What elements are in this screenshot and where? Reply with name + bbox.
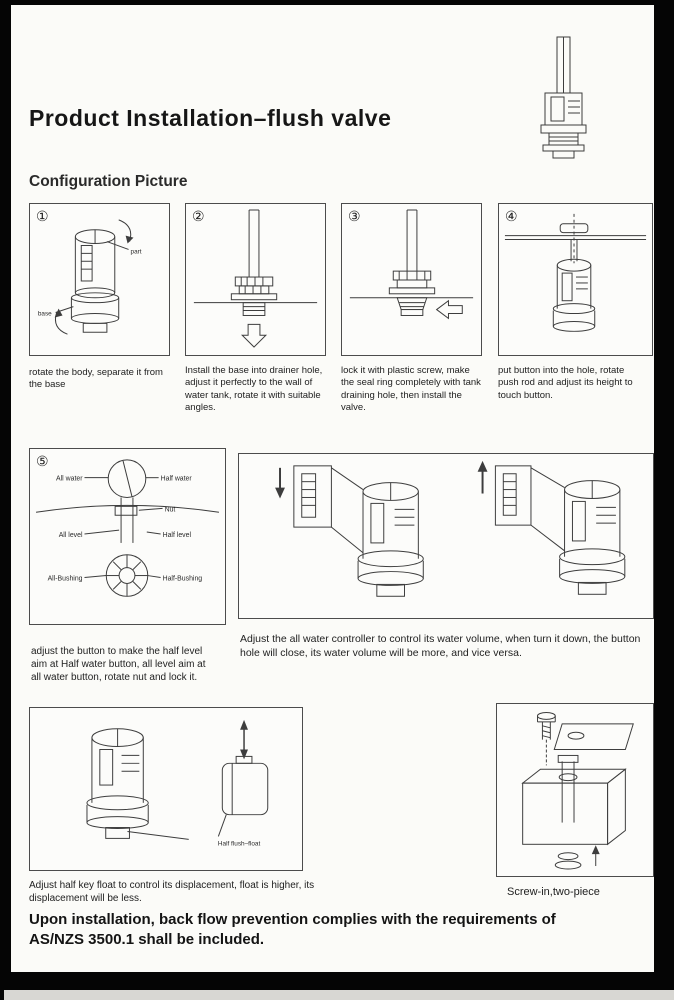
half-bushing-label: Half-Bushing	[163, 575, 203, 582]
scan-edge-strip	[4, 990, 674, 1000]
half-water-label: Half water	[161, 476, 193, 483]
section-subtitle: Configuration Picture	[29, 173, 188, 190]
all-water-label: All water	[56, 476, 83, 483]
half-flush-float-label: Half flush–float	[218, 840, 261, 847]
step-3-panel: ③	[341, 203, 482, 356]
controller-panel	[238, 453, 654, 619]
controller-figure	[275, 460, 626, 597]
left-arrow-icon	[435, 299, 463, 320]
float-caption: Adjust half key float to control its dis…	[29, 880, 315, 904]
step-2-panel: ②	[185, 203, 326, 356]
float-panel: Half flush–float	[29, 707, 303, 871]
all-level-label: All level	[59, 532, 83, 539]
step-1-caption: rotate the body, separate it from the ba…	[29, 367, 163, 391]
step-1-panel: ①	[29, 203, 170, 356]
screw-figure	[521, 712, 634, 870]
page-title: Product Installation–flush valve	[29, 105, 392, 131]
step-3-figure	[349, 209, 474, 320]
step-5-caption: adjust the button to make the half level…	[31, 646, 206, 683]
screw-icon	[536, 712, 556, 720]
step-3-caption: lock it with plastic screw, make the sea…	[341, 365, 481, 414]
step-1-number: ①	[36, 208, 49, 224]
down-arrow-icon	[241, 323, 268, 348]
step-1-figure: part base	[38, 219, 142, 335]
compliance-note: Upon installation, back flow prevention …	[29, 911, 556, 949]
half-level-label: Half level	[163, 532, 192, 539]
all-bushing-label: All-Bushing	[48, 575, 83, 582]
step-2-figure	[193, 209, 318, 348]
step-3-number: ③	[348, 208, 361, 224]
screw-caption: Screw-in,two-piece	[507, 886, 600, 898]
step-2-number: ②	[192, 208, 205, 224]
step-4-number: ④	[505, 208, 518, 224]
float-figure: Half flush–float	[86, 719, 269, 847]
step-4-figure	[504, 213, 647, 332]
step-2-caption: Install the base into drainer hole, adju…	[185, 365, 323, 414]
nut-label: Nut	[165, 506, 176, 513]
step-4-panel: ④	[498, 203, 653, 356]
document-page: Product Installation–flush valve Configu…	[11, 5, 654, 972]
screw-panel	[496, 703, 654, 877]
flush-valve-figure	[540, 36, 587, 159]
part-label: part	[131, 248, 142, 255]
step-5-panel: ⑤	[29, 448, 226, 625]
step-4-caption: put button into the hole, rotate push ro…	[498, 365, 633, 401]
step-5-number: ⑤	[36, 453, 49, 469]
base-label: base	[38, 310, 52, 317]
step-5-figure: All water Half water Nut All level Half …	[35, 459, 220, 597]
controller-caption: Adjust the all water controller to contr…	[240, 633, 641, 659]
